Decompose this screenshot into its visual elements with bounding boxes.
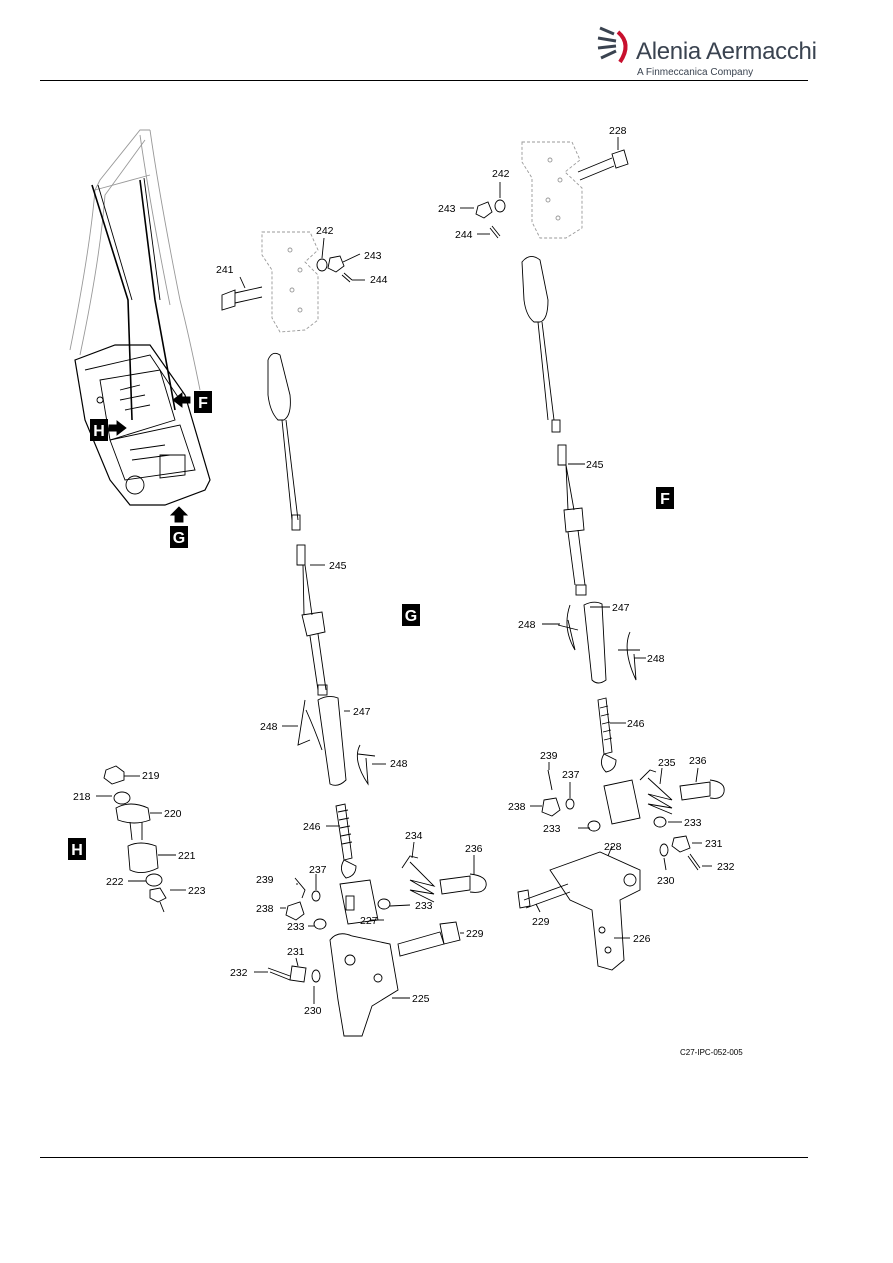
overview-assembly <box>69 129 211 506</box>
brand-name: Alenia Aermacchi <box>636 38 817 65</box>
callout-226: 226 <box>633 933 651 945</box>
view-label-h: H <box>71 842 83 859</box>
callout-233-g2: 233 <box>287 921 305 933</box>
callout-238-f: 238 <box>508 801 526 813</box>
view-f-assembly <box>475 141 725 971</box>
footer-rule <box>40 1157 808 1158</box>
callout-241: 241 <box>216 264 234 276</box>
callout-248-f1: 248 <box>518 619 536 631</box>
view-label-g: G <box>405 608 417 625</box>
callout-248-f2: 248 <box>647 653 665 665</box>
view-g-assembly <box>221 231 487 1037</box>
view-label-h-overview: H <box>93 423 105 440</box>
callout-228-f2: 228 <box>604 841 622 853</box>
callout-235: 235 <box>658 757 676 769</box>
callout-218: 218 <box>73 791 91 803</box>
callout-239-f: 239 <box>540 750 558 762</box>
callout-229-f: 229 <box>532 916 550 928</box>
callout-220: 220 <box>164 808 182 820</box>
callout-233-f2: 233 <box>684 817 702 829</box>
callout-233-f1: 233 <box>543 823 561 835</box>
callout-231-f: 231 <box>705 838 723 850</box>
callout-247-g: 247 <box>353 706 371 718</box>
callout-243-g: 243 <box>364 250 382 262</box>
alenia-aermacchi-logo-icon <box>597 26 628 64</box>
callout-242-g: 242 <box>316 225 334 237</box>
callout-244-f: 244 <box>455 229 473 241</box>
header-rule <box>40 80 808 81</box>
callout-244-g: 244 <box>370 274 388 286</box>
logo <box>596 24 796 84</box>
callout-237-f: 237 <box>562 769 580 781</box>
callout-238-g: 238 <box>256 903 274 915</box>
callout-246-f: 246 <box>627 718 645 730</box>
callout-231-g: 231 <box>287 946 305 958</box>
callout-230-g: 230 <box>304 1005 322 1017</box>
callout-245-f: 245 <box>586 459 604 471</box>
callout-232-f: 232 <box>717 861 735 873</box>
callout-247-f: 247 <box>612 602 630 614</box>
callout-222: 222 <box>106 876 124 888</box>
callout-242-f: 242 <box>492 168 510 180</box>
callout-219: 219 <box>142 770 160 782</box>
callout-229-g: 229 <box>466 928 484 940</box>
callout-233-g1: 233 <box>415 900 433 912</box>
callout-221: 221 <box>178 850 196 862</box>
callout-232-g: 232 <box>230 967 248 979</box>
callout-234: 234 <box>405 830 423 842</box>
callout-230-f: 230 <box>657 875 675 887</box>
view-label-f-overview: F <box>198 395 208 412</box>
callout-228-f1: 228 <box>609 125 627 137</box>
callout-246-g: 246 <box>303 821 321 833</box>
brand-subtitle: A Finmeccanica Company <box>637 67 754 78</box>
callout-245-g: 245 <box>329 560 347 572</box>
callout-248-g1: 248 <box>260 721 278 733</box>
callout-236-f: 236 <box>689 755 707 767</box>
view-label-g-overview: G <box>173 530 185 547</box>
callout-237-g: 237 <box>309 864 327 876</box>
callout-239-g: 239 <box>256 874 274 886</box>
callout-227: 227 <box>360 915 378 927</box>
callout-223: 223 <box>188 885 206 897</box>
view-label-f: F <box>660 491 670 508</box>
view-h-assembly <box>103 765 167 913</box>
callout-248-g2: 248 <box>390 758 408 770</box>
drawing-code: C27-IPC-052-005 <box>680 1048 743 1057</box>
callout-236-g: 236 <box>465 843 483 855</box>
callout-225: 225 <box>412 993 430 1005</box>
callout-243-f: 243 <box>438 203 456 215</box>
